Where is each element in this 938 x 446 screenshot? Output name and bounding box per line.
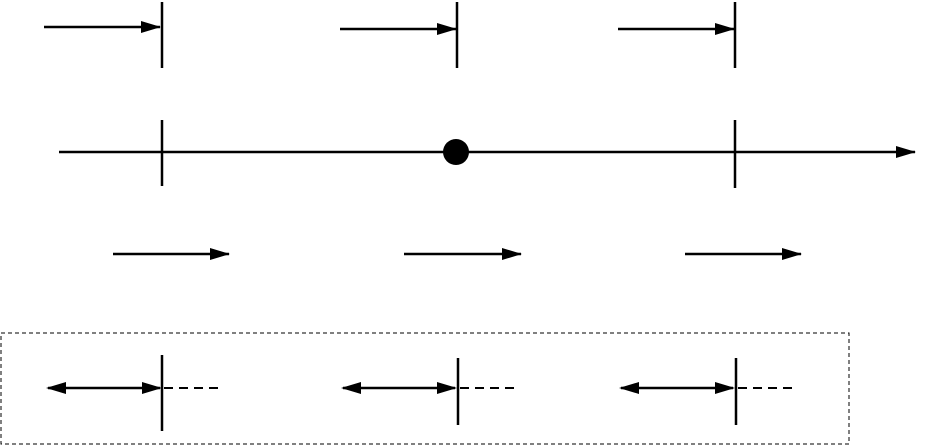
barrier-arrow-1 bbox=[44, 2, 164, 68]
arrowhead-left bbox=[46, 382, 66, 394]
double-arrow-group-2 bbox=[341, 358, 515, 425]
arrowhead-left bbox=[619, 382, 639, 394]
double-arrow-group-1 bbox=[46, 355, 220, 431]
row-1-arrows-to-barriers bbox=[44, 2, 737, 68]
barrier-arrow-2 bbox=[340, 2, 459, 68]
arrowhead-left bbox=[341, 382, 361, 394]
dashed-box bbox=[0, 332, 850, 445]
barrier-arrow-3 bbox=[618, 2, 737, 68]
center-dot bbox=[443, 139, 469, 165]
arrowhead-right bbox=[715, 382, 735, 394]
arrowhead-right bbox=[142, 382, 162, 394]
double-arrow-group-3 bbox=[619, 358, 794, 425]
arrowhead-right bbox=[437, 382, 457, 394]
row-4-boxed-double-arrows bbox=[0, 332, 850, 445]
row-2-main-axis bbox=[59, 120, 916, 188]
